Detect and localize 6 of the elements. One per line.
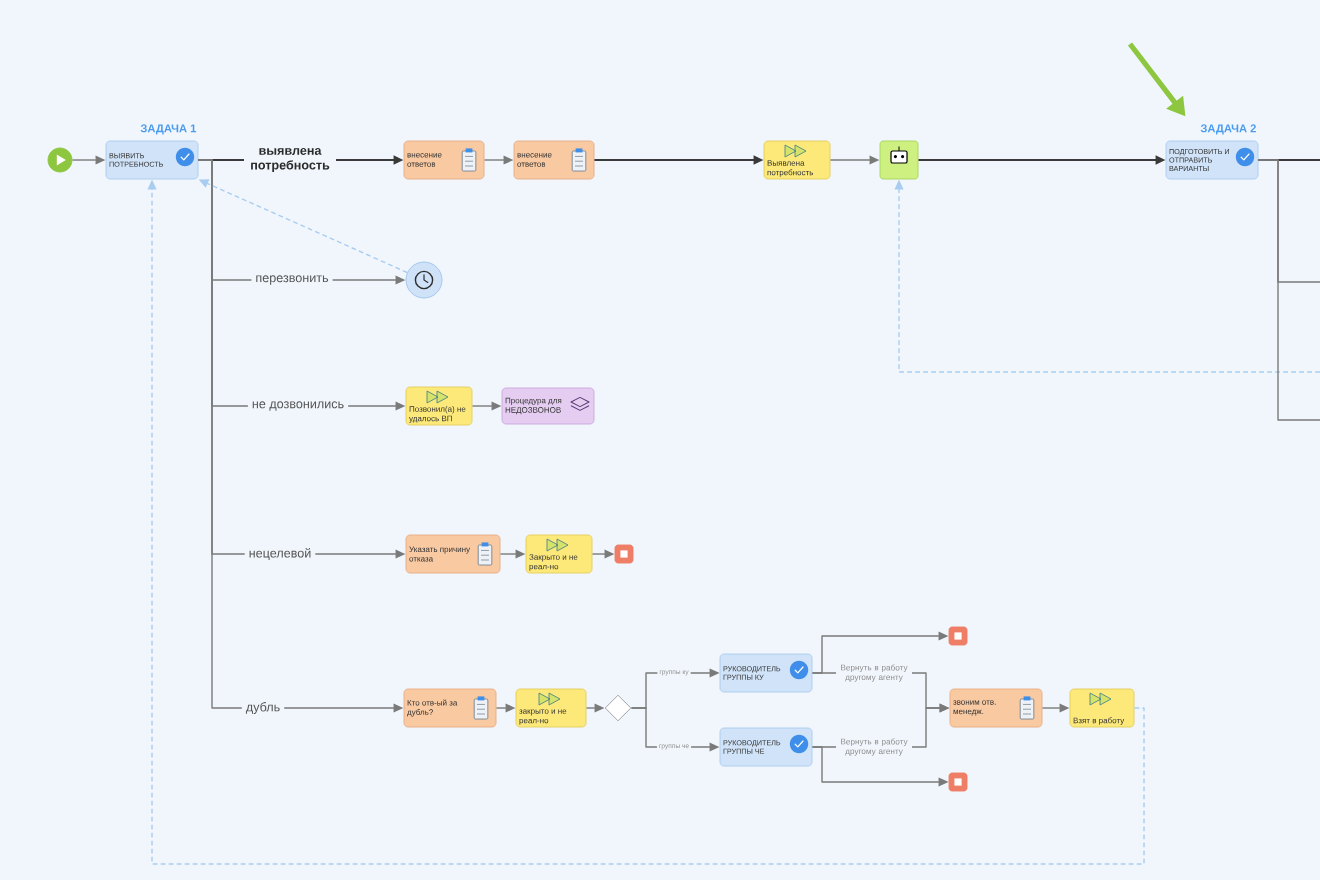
stop-square: [948, 626, 968, 646]
connector-line: [1257, 159, 1320, 421]
start-circle: [47, 147, 73, 173]
stop-square: [948, 772, 968, 792]
stop-square: [614, 544, 634, 564]
gateway-diamond: [604, 694, 632, 722]
